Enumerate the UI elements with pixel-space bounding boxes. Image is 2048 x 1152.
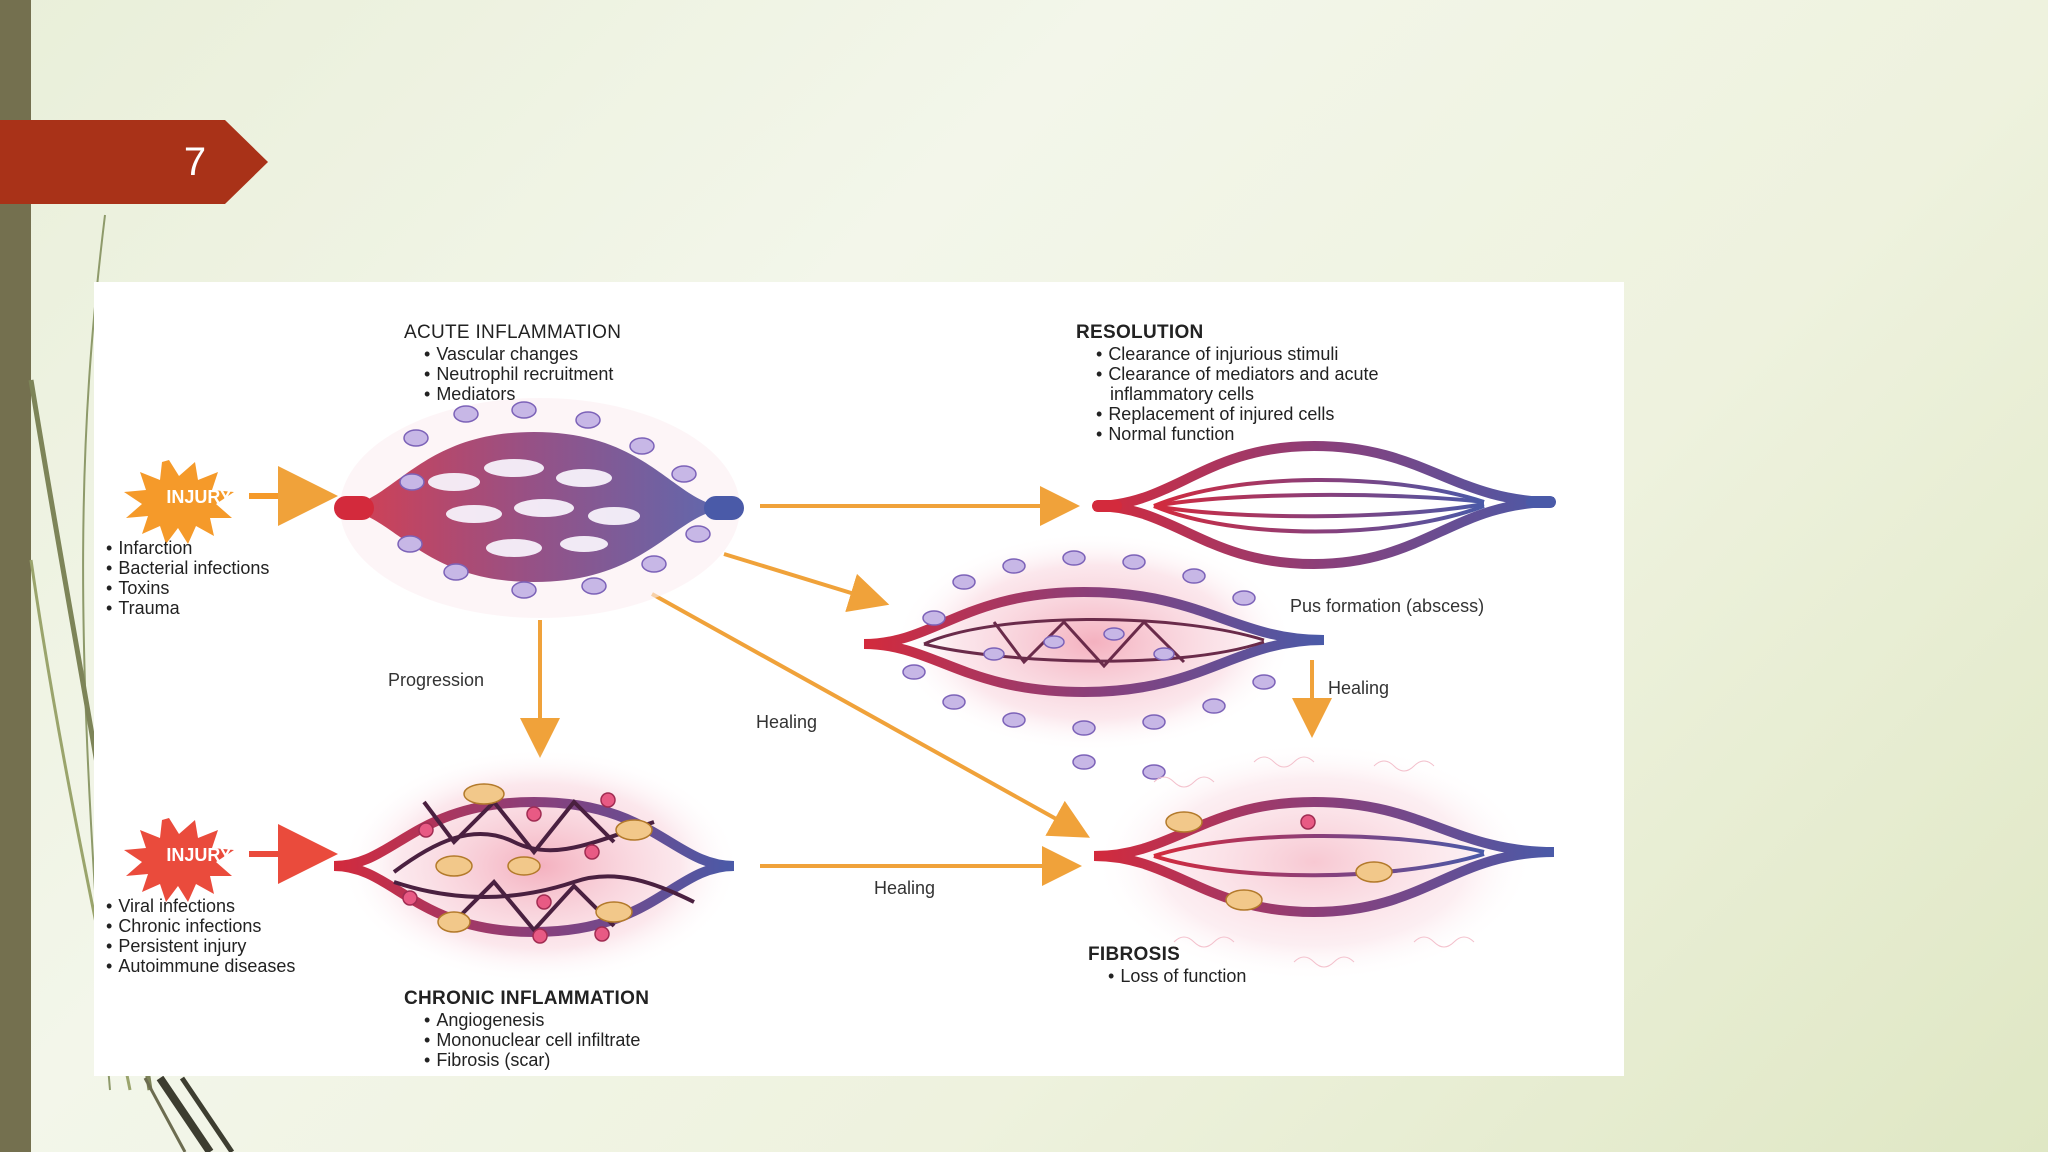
abscess-illustration — [863, 532, 1325, 780]
injury-cause: Autoimmune diseases — [106, 956, 295, 976]
injury-cause: Chronic infections — [106, 916, 295, 936]
resolution-item-continued: inflammatory cells — [1110, 384, 1255, 404]
healing-abscess-label: Healing — [1328, 678, 1390, 698]
inflammation-diagram: INJURY INJURY ACUTE INFLAMMATION Vascula… — [94, 282, 1624, 1076]
chronic-items-list: Angiogenesis Mononuclear cell infiltrate… — [424, 1010, 640, 1070]
injury-bottom-label: INJURY — [166, 845, 232, 865]
chronic-item: Mononuclear cell infiltrate — [424, 1030, 640, 1050]
injury-cause: Viral infections — [106, 896, 295, 916]
acute-vessel-illustration — [334, 398, 744, 618]
resolution-item: Normal function — [1096, 424, 1378, 444]
progression-label: Progression — [388, 670, 485, 690]
resolution-item: Clearance of mediators and acute — [1096, 364, 1378, 384]
injury-cause: Infarction — [106, 538, 269, 558]
resolution-title: RESOLUTION — [1076, 322, 1204, 343]
fibrosis-title: FIBROSIS — [1088, 944, 1181, 965]
acute-item: Mediators — [424, 384, 613, 404]
injury-burst-bottom — [124, 818, 234, 902]
slide-number-tag — [0, 120, 268, 204]
acute-inflammation-title: ACUTE INFLAMMATION — [404, 322, 622, 343]
acute-item: Vascular changes — [424, 344, 613, 364]
arrow-acute-to-fibrosis — [651, 592, 1090, 838]
resolution-vessel-illustration — [1092, 440, 1556, 570]
injury-cause: Persistent injury — [106, 936, 295, 956]
chronic-item: Fibrosis (scar) — [424, 1050, 640, 1070]
injury-top-label: INJURY — [166, 487, 232, 507]
fibrosis-items-list: Loss of function — [1108, 966, 1246, 986]
injury-top-causes: Infarction Bacterial infections Toxins T… — [106, 538, 269, 618]
chronic-vessel-illustration — [333, 748, 740, 984]
acute-items-list: Vascular changes Neutrophil recruitment … — [424, 344, 613, 404]
healing-diagonal-label: Healing — [756, 712, 818, 732]
chronic-item: Angiogenesis — [424, 1010, 640, 1030]
fibrosis-item: Loss of function — [1108, 966, 1246, 986]
resolution-item: Clearance of injurious stimuli — [1096, 344, 1378, 364]
resolution-items-list: Clearance of injurious stimuli Clearance… — [1096, 344, 1378, 444]
injury-cause: Toxins — [106, 578, 269, 598]
resolution-item: Replacement of injured cells — [1096, 404, 1378, 424]
arrow-acute-to-abscess — [723, 552, 890, 613]
injury-bottom-causes: Viral infections Chronic infections Pers… — [106, 896, 295, 976]
injury-burst-top — [124, 460, 234, 544]
acute-item: Neutrophil recruitment — [424, 364, 613, 384]
healing-chronic-label: Healing — [874, 878, 936, 898]
abscess-label: Pus formation (abscess) — [1290, 596, 1485, 616]
chronic-inflammation-title: CHRONIC INFLAMMATION — [404, 988, 650, 1009]
slide-number: 7 — [183, 140, 207, 184]
injury-cause: Bacterial infections — [106, 558, 269, 578]
injury-cause: Trauma — [106, 598, 269, 618]
fibrosis-vessel-illustration — [1093, 742, 1555, 982]
